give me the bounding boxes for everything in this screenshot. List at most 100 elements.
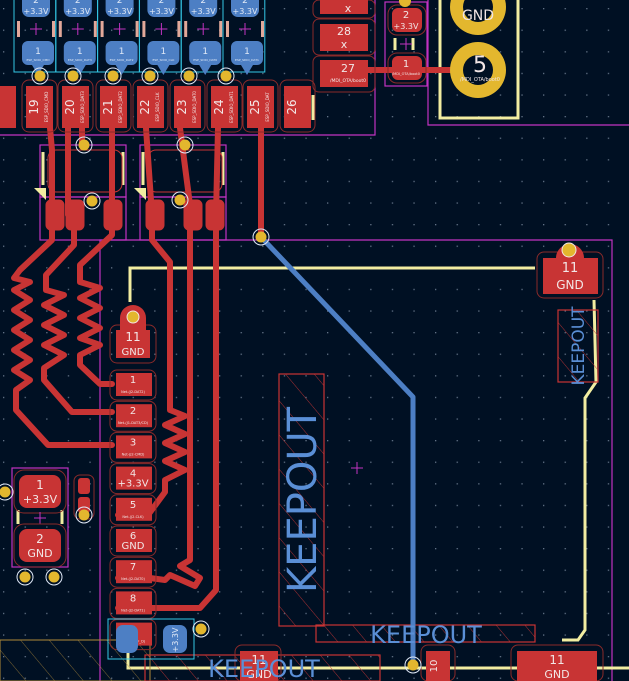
- pad-net: +3.3V: [191, 7, 216, 16]
- via[interactable]: [195, 623, 207, 635]
- via[interactable]: [126, 310, 140, 324]
- sd-pad-1[interactable]: [116, 373, 152, 396]
- pad-net: GND: [122, 541, 145, 552]
- via[interactable]: [144, 70, 156, 82]
- sd-pad-3[interactable]: [116, 435, 152, 459]
- via[interactable]: [399, 0, 411, 7]
- pad-number: 2: [33, 0, 39, 6]
- header-pad-26[interactable]: [284, 86, 311, 128]
- header-pad-21[interactable]: [100, 86, 127, 128]
- via[interactable]: [67, 70, 79, 82]
- right-column-pads: x 28 x 27 /MDI_OTA/boot0: [312, 0, 376, 93]
- pad-number: 1: [77, 47, 83, 57]
- gnd-pad[interactable]: [116, 305, 150, 358]
- via[interactable]: [78, 139, 90, 151]
- pad-10-copper[interactable]: [426, 651, 450, 681]
- cap-pad-1[interactable]: [189, 41, 222, 75]
- pad-number: 2: [130, 406, 136, 417]
- via[interactable]: [407, 659, 419, 671]
- cap-pad-2[interactable]: [231, 0, 259, 17]
- via[interactable]: [220, 70, 232, 82]
- keepout-label: KEEPOUT: [370, 621, 482, 649]
- sd-pad-7[interactable]: [116, 560, 152, 584]
- via-ring: [64, 67, 82, 85]
- pad-28-number: 28: [337, 25, 351, 38]
- pad-number: 2: [117, 0, 123, 6]
- via[interactable]: [179, 139, 191, 151]
- via[interactable]: [78, 509, 90, 521]
- silk-bar: [135, 21, 139, 37]
- gnd-pad-bottom-center: 11 GND: [234, 644, 282, 681]
- pad-net: GND: [122, 347, 145, 358]
- pad-number: 11: [125, 330, 140, 344]
- keepout-label: KEEPOUT: [208, 655, 320, 681]
- sd-pad-2[interactable]: [116, 404, 152, 428]
- boot-resistor-pad-2[interactable]: [392, 8, 422, 32]
- sd-pad-8[interactable]: [116, 591, 152, 615]
- cap-pad-1[interactable]: [63, 41, 96, 75]
- cap-pad-1[interactable]: [19, 475, 61, 508]
- cap-pad-1[interactable]: [231, 41, 263, 75]
- cap-pad-1[interactable]: [147, 41, 180, 75]
- via-ring: [0, 483, 14, 501]
- pad-number: 1: [403, 59, 409, 70]
- via[interactable]: [255, 231, 267, 243]
- silk-bar: [219, 21, 223, 37]
- header-pad-19[interactable]: [26, 86, 53, 128]
- cap-pad-2[interactable]: [22, 0, 50, 17]
- header-pad-20[interactable]: [62, 86, 89, 128]
- via[interactable]: [107, 70, 119, 82]
- header-pad-23[interactable]: [174, 86, 201, 128]
- gnd-pad[interactable]: [543, 244, 598, 294]
- via[interactable]: [34, 70, 46, 82]
- via[interactable]: [174, 194, 186, 206]
- via[interactable]: [48, 571, 60, 583]
- via-ring: [252, 228, 270, 246]
- pad-number: 22: [138, 99, 152, 114]
- via[interactable]: [86, 195, 98, 207]
- gnd-pad[interactable]: [240, 651, 278, 681]
- cap-pad-1[interactable]: [105, 41, 138, 75]
- pad-net: GND: [544, 668, 569, 681]
- header-pad-22[interactable]: [137, 86, 164, 128]
- pad-number: 11: [549, 653, 564, 667]
- via[interactable]: [561, 242, 577, 258]
- pad-number: 25: [248, 99, 262, 114]
- sd-pad-4[interactable]: [116, 466, 152, 490]
- cap-pad-2[interactable]: [19, 529, 61, 562]
- cap-pad-1[interactable]: [22, 41, 54, 75]
- pad-29[interactable]: [320, 0, 368, 14]
- cap-pad-2[interactable]: [163, 625, 187, 653]
- pad-net: +3.3V: [171, 627, 180, 652]
- silk-bar: [52, 21, 55, 37]
- cap-pad-2[interactable]: [147, 0, 176, 17]
- pad-number: 24: [212, 99, 226, 114]
- via[interactable]: [183, 70, 195, 82]
- header-pad-18[interactable]: [0, 86, 16, 128]
- pad-28[interactable]: [320, 24, 368, 51]
- gnd-pad[interactable]: [517, 651, 597, 681]
- pin1-marker: [34, 188, 46, 200]
- via-ring: [75, 136, 93, 154]
- pad-net: Net-(J2-CMD): [122, 452, 145, 456]
- small-pad[interactable]: [78, 478, 90, 494]
- cap-pad-2[interactable]: [105, 0, 134, 17]
- silk-bar: [184, 21, 188, 37]
- via[interactable]: [19, 571, 31, 583]
- pad-27[interactable]: [320, 60, 368, 87]
- pad-number: 1: [161, 47, 167, 57]
- via-ring: [176, 136, 194, 154]
- boot-resistor-pad-1[interactable]: [392, 56, 422, 80]
- small-pad[interactable]: [78, 497, 90, 513]
- cap-pad-2[interactable]: [189, 0, 218, 17]
- gnd-pad-top-right: 11 GND: [536, 242, 604, 299]
- sd-pad-5[interactable]: [116, 497, 152, 521]
- sd-pad-6[interactable]: [116, 529, 152, 552]
- header-pad-24[interactable]: [211, 86, 238, 128]
- pad-number: 1: [130, 375, 136, 386]
- pad-net: ESP_SDIO_DAT2: [110, 58, 134, 62]
- header-pad-25[interactable]: [247, 86, 274, 128]
- cap-pad-2[interactable]: [63, 0, 92, 17]
- via[interactable]: [0, 486, 11, 498]
